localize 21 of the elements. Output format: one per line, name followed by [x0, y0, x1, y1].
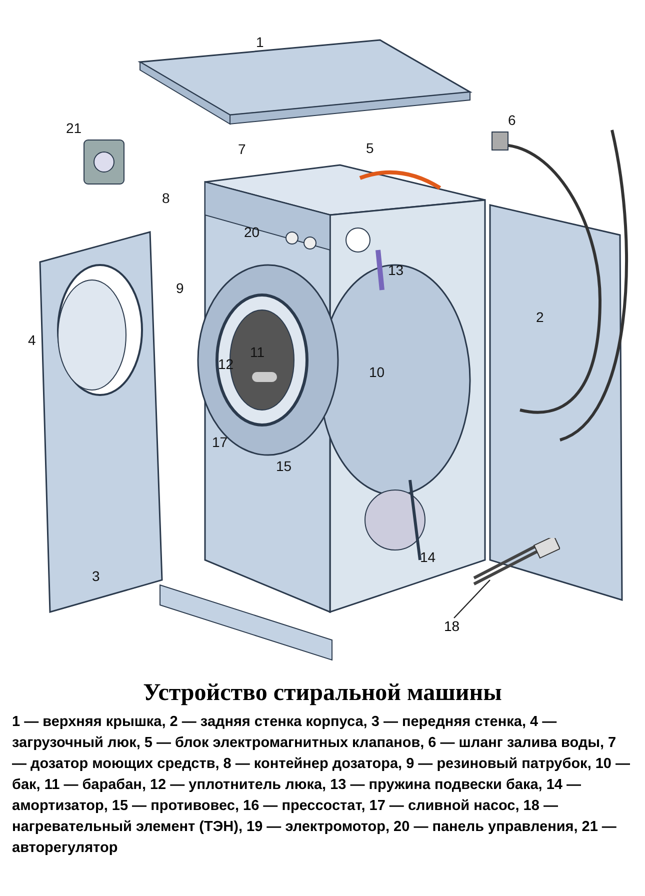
callout-number: 21 [66, 120, 82, 136]
diagram-title: Устройство стиральной машины [142, 680, 503, 707]
leader-line [454, 580, 490, 618]
callout-number: 4 [28, 332, 36, 348]
callout-number: 14 [420, 549, 436, 565]
callout-number: 20 [244, 224, 260, 240]
callout-number: 17 [212, 434, 228, 450]
callout-number: 10 [369, 364, 385, 380]
callout-number: 8 [162, 190, 170, 206]
callout-number: 2 [536, 309, 544, 325]
caption-text: 1 — верхняя крышка, 2 — задняя стенка корпуса, 3 — передняя стенка, 4 — загрузочный люк, 5 — блок электромагнитных клапанов, 6 — шланг залива воды, 7 — дозатор моющих средств, 8 — контейнер дозатора, 9 — резиновый патрубок, 10 — бак, 11 — барабан, 12 — уплотнитель люка, 13 — пружина подвески бака, 14 — амортизатор, 15 — противовес, 16 — прессостат, 17 — сливной насос, 18 — нагревательный элемент (ТЭН), 19 — электромотор, 20 — панель управления, 21 — авторегулятор [12, 713, 632, 858]
callout-number: 5 [366, 140, 374, 156]
callout-number: 9 [176, 280, 184, 296]
callout-number: 18 [444, 618, 464, 634]
callout-number: 6 [508, 112, 516, 128]
callout-number: 7 [238, 141, 246, 157]
callout-number: 11 [250, 344, 265, 360]
callout-number: 15 [276, 458, 292, 474]
callout-number: 13 [388, 262, 404, 278]
callout-number: 3 [92, 568, 100, 584]
callout-number: 1 [256, 34, 264, 50]
